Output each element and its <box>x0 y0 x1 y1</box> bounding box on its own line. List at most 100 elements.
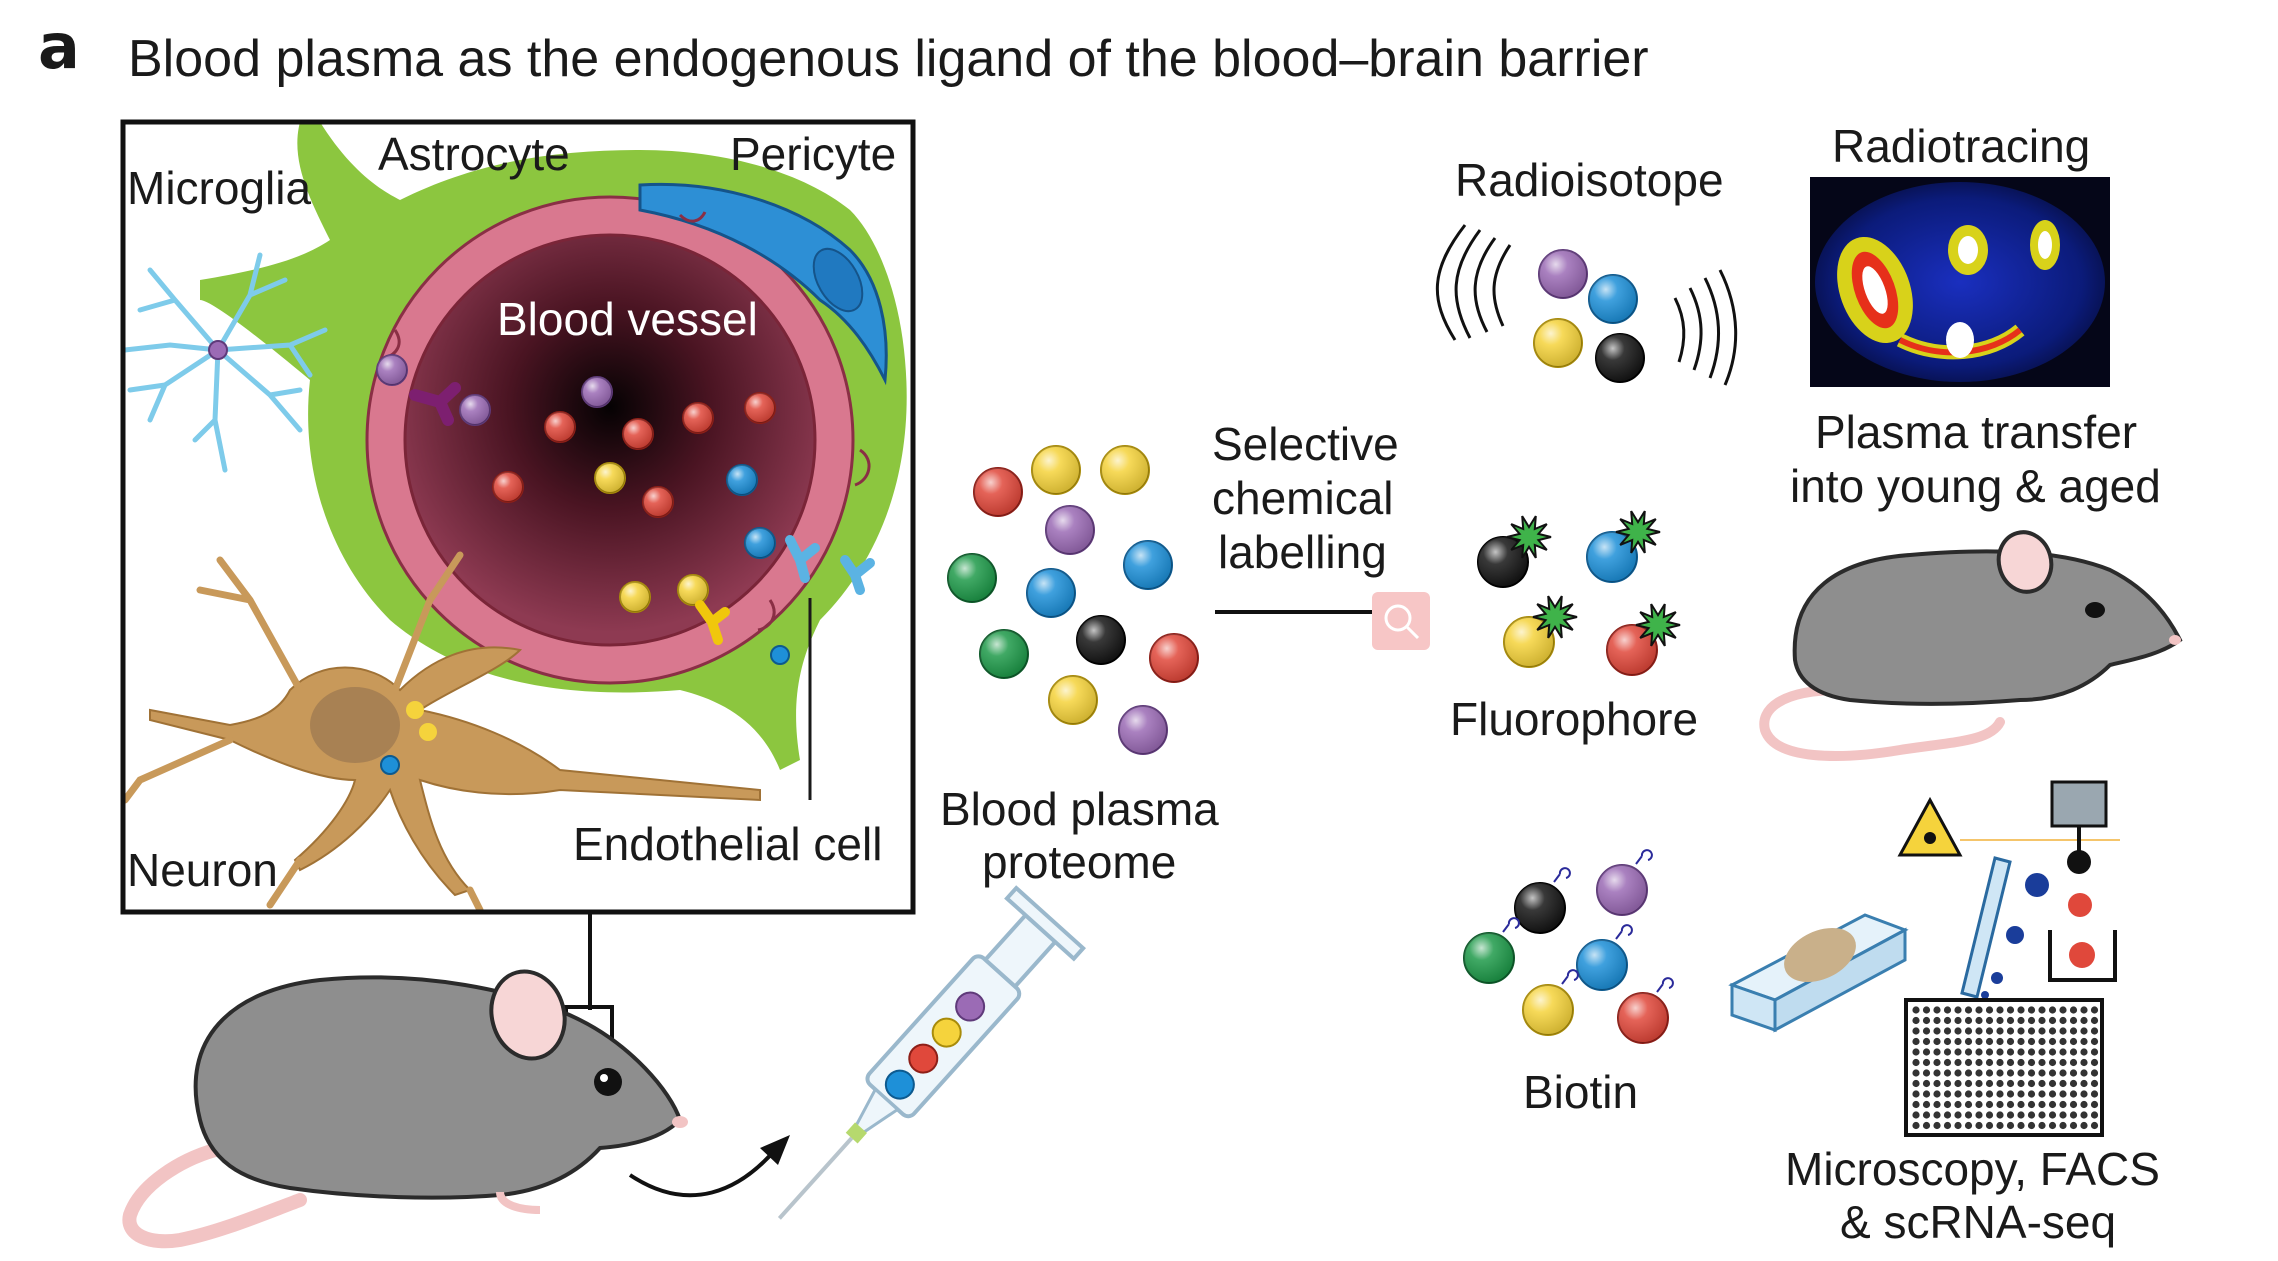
black-protein-sphere <box>1595 333 1645 383</box>
brain-inset: Microglia Astrocyte Pericyte Blood vesse… <box>120 119 916 915</box>
well <box>1985 1016 1994 1025</box>
well <box>2017 1100 2025 1109</box>
well <box>1912 1006 1920 1014</box>
well <box>1933 1069 1941 1077</box>
well <box>1912 1121 1920 1130</box>
well <box>1933 1111 1941 1119</box>
red-protein-sphere <box>622 418 654 450</box>
well <box>1975 1027 1983 1035</box>
well <box>2048 1027 2057 1035</box>
well <box>2017 1079 2025 1088</box>
purple-protein-sphere <box>376 354 408 386</box>
well <box>2017 1090 2025 1098</box>
well <box>2027 1100 2036 1109</box>
well <box>2017 1121 2025 1130</box>
well <box>1912 1100 1920 1109</box>
well <box>2038 1100 2046 1109</box>
lumen-proteins <box>376 354 776 613</box>
well <box>1912 1016 1920 1025</box>
yellow-protein-sphere <box>1522 984 1574 1036</box>
well <box>1922 1037 1931 1046</box>
well <box>2059 1090 2067 1098</box>
injection-arrow <box>628 1148 777 1198</box>
well <box>2090 1111 2099 1119</box>
well <box>1912 1027 1920 1035</box>
well <box>1964 1016 1973 1025</box>
well <box>1922 1016 1931 1025</box>
label-microglia: Microglia <box>127 162 311 214</box>
well <box>1975 1121 1983 1130</box>
receptor-purple <box>409 382 461 426</box>
well <box>2069 1100 2078 1109</box>
well <box>2059 1100 2067 1109</box>
well <box>2059 1027 2067 1035</box>
pericyte-nucleus <box>812 247 864 313</box>
well <box>1933 1121 1941 1130</box>
well <box>1964 1090 1973 1098</box>
plasma-proteome-spheres <box>947 445 1199 755</box>
well <box>1996 1058 2004 1067</box>
well <box>1954 1069 1962 1077</box>
green-protein-sphere <box>979 629 1029 679</box>
well <box>1985 1100 1994 1109</box>
well <box>2038 1121 2046 1130</box>
well <box>2006 1079 2015 1088</box>
well <box>1975 1058 1983 1067</box>
well <box>2038 1037 2046 1046</box>
well <box>1985 1111 1994 1119</box>
red-protein-sphere <box>1617 992 1669 1044</box>
well <box>1975 1111 1983 1119</box>
microglia-cell <box>123 252 328 473</box>
well <box>2048 1058 2057 1067</box>
well <box>2059 1016 2067 1025</box>
well <box>2090 1037 2099 1046</box>
yellow-protein-sphere <box>677 574 709 606</box>
well <box>1964 1006 1973 1014</box>
label-microscopy-line2: & scRNA-seq <box>1840 1196 2116 1248</box>
well <box>1954 1100 1962 1109</box>
blue-protein-sphere <box>1026 568 1076 618</box>
well <box>1922 1111 1931 1119</box>
well <box>2080 1079 2088 1088</box>
well <box>2038 1006 2046 1014</box>
well <box>1933 1037 1941 1046</box>
well <box>1985 1121 1994 1130</box>
syringe <box>777 885 1087 1220</box>
well <box>2059 1048 2067 1056</box>
purple-protein-sphere <box>459 394 491 426</box>
purple-protein-sphere <box>1596 864 1648 916</box>
zoom-icon <box>1372 592 1430 650</box>
well <box>1922 1090 1931 1098</box>
well <box>1964 1037 1973 1046</box>
well <box>2027 1016 2036 1025</box>
well <box>2080 1016 2088 1025</box>
well <box>1964 1069 1973 1077</box>
black-protein-sphere <box>1477 536 1529 588</box>
well <box>1975 1100 1983 1109</box>
black-protein-sphere <box>1076 615 1126 665</box>
well <box>2069 1090 2078 1098</box>
well <box>1933 1079 1941 1088</box>
fluorophore-tag <box>1615 510 1661 554</box>
well <box>2080 1111 2088 1119</box>
well <box>2038 1069 2046 1077</box>
well <box>2038 1079 2046 1088</box>
well <box>1964 1058 1973 1067</box>
well <box>1943 1027 1952 1035</box>
fluorophore-spheres <box>1477 510 1681 676</box>
well <box>2048 1100 2057 1109</box>
well <box>1985 1090 1994 1098</box>
well <box>2027 1006 2036 1014</box>
well <box>1954 1111 1962 1119</box>
well <box>2080 1048 2088 1056</box>
well <box>2069 1079 2078 1088</box>
label-radiotracing: Radiotracing <box>1832 120 2090 172</box>
biotin-tag <box>1553 867 1571 883</box>
well <box>2027 1111 2036 1119</box>
purple-protein-sphere <box>1045 505 1095 555</box>
well <box>1975 1016 1983 1025</box>
well <box>1943 1037 1952 1046</box>
well <box>2090 1027 2099 1035</box>
well <box>1922 1069 1931 1077</box>
fluorophore-tag <box>1532 595 1578 639</box>
